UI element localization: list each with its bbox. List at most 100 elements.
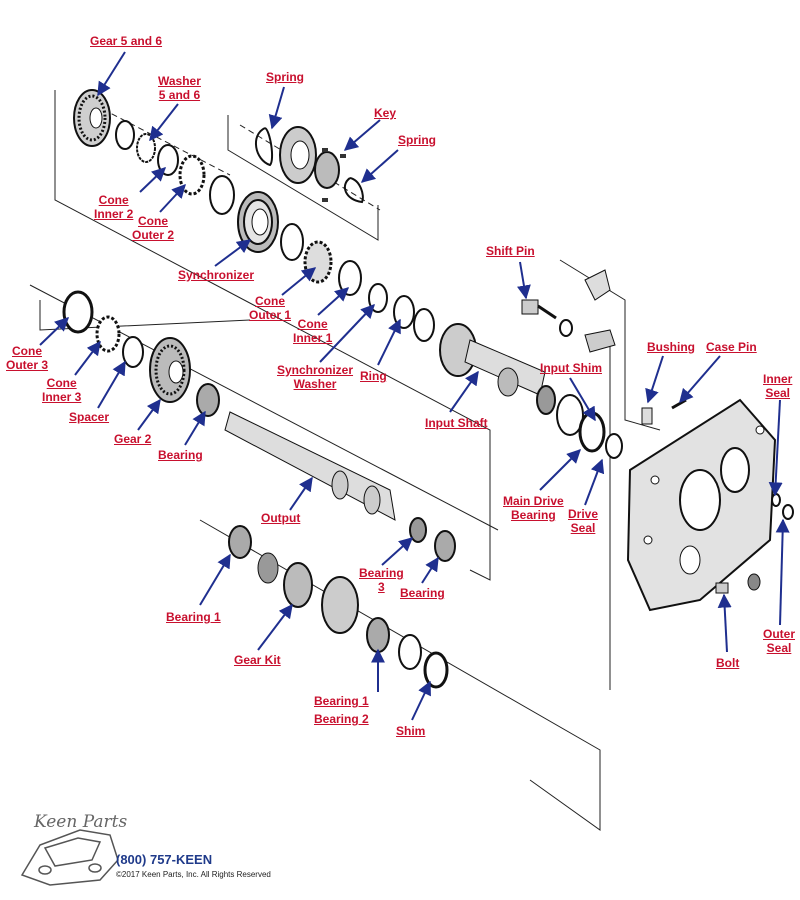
label-text: 5 and 6 <box>158 88 201 102</box>
label-text: Drive <box>568 507 599 521</box>
label-bolt[interactable]: Bolt <box>716 656 739 670</box>
label-input-shim[interactable]: Input Shim <box>540 361 602 375</box>
output-shaft-part <box>224 411 456 562</box>
label-text: Inner <box>763 372 793 386</box>
washer-part <box>115 120 156 163</box>
callout-arrows <box>39 51 790 721</box>
label-text: Gear Kit <box>234 653 281 667</box>
label-spring-right[interactable]: Spring <box>398 133 436 147</box>
label-text: Input Shim <box>540 361 602 375</box>
keen-parts-logo-text: Keen Parts <box>34 812 128 832</box>
label-text: Cone <box>138 214 168 228</box>
input-shaft-part <box>439 323 556 415</box>
label-output[interactable]: Output <box>261 511 300 525</box>
label-text: Inner 2 <box>94 207 134 221</box>
label-text: Cone <box>46 376 77 390</box>
ring-parts <box>209 175 235 215</box>
label-text: Output <box>261 511 301 525</box>
label-text: Bearing <box>359 566 404 580</box>
label-text: Main Drive <box>503 494 564 508</box>
label-text: Bearing <box>158 448 203 462</box>
label-text: Washer <box>158 74 201 88</box>
label-text: Inner 3 <box>42 390 82 404</box>
phone-number[interactable]: (800) 757-KEEN <box>116 852 213 867</box>
label-text: Spring <box>266 70 304 84</box>
label-text: Gear 5 and 6 <box>90 34 163 48</box>
label-text: Synchronizer <box>178 268 255 282</box>
label-text: Shim <box>396 724 426 738</box>
gear-5-and-6-part <box>73 89 111 147</box>
spring-top-part <box>255 127 274 167</box>
label-text: Shift Pin <box>486 244 535 258</box>
label-text: Seal <box>570 521 596 535</box>
label-text: Seal <box>766 641 792 655</box>
label-text: Spacer <box>69 410 110 424</box>
label-text: Bearing <box>400 586 445 600</box>
label-text: Outer <box>763 627 796 641</box>
key-part <box>322 148 346 202</box>
label-gear-5-and-6[interactable]: Gear 5 and 6 <box>90 34 162 48</box>
keen-parts-car-logo <box>20 829 119 886</box>
label-text: Inner 1 <box>293 331 333 345</box>
cone-inner-3-part <box>95 315 121 353</box>
hub-part <box>279 126 340 189</box>
copyright-text: ©2017 Keen Parts, Inc. All Rights Reserv… <box>116 870 271 879</box>
label-case-pin[interactable]: Case Pin <box>706 340 757 354</box>
cone-outer-3-part <box>62 290 94 334</box>
synchronizer-part <box>237 191 279 253</box>
label-text: 3 <box>378 580 385 594</box>
transmission-case-part <box>626 398 794 612</box>
bushing-case-pin-parts <box>641 398 687 425</box>
label-bearing-mid[interactable]: Bearing <box>400 586 445 600</box>
label-spring-top[interactable]: Spring <box>266 70 304 84</box>
label-bearing-1[interactable]: Bearing 1 <box>166 610 221 624</box>
label-gear-2[interactable]: Gear 2 <box>114 432 151 446</box>
label-gear-kit[interactable]: Gear Kit <box>234 653 281 667</box>
label-text: Spring <box>398 133 436 147</box>
label-bearing-top[interactable]: Bearing <box>158 448 203 462</box>
gear-2-part <box>149 337 191 403</box>
label-text: Bolt <box>716 656 740 670</box>
cone-rings-mid <box>280 223 362 296</box>
label-text: Cone <box>12 344 42 358</box>
label-bushing[interactable]: Bushing <box>647 340 695 354</box>
label-text: Key <box>374 106 397 120</box>
label-spacer[interactable]: Spacer <box>69 410 109 424</box>
label-text: Case Pin <box>706 340 757 354</box>
label-text: Cone <box>297 317 328 331</box>
label-ring[interactable]: Ring <box>360 369 387 383</box>
spring-right-part <box>343 177 364 204</box>
label-shift-pin[interactable]: Shift Pin <box>486 244 535 258</box>
label-text: Seal <box>765 386 791 400</box>
label-bearing-1b[interactable]: Bearing 1 <box>314 694 369 708</box>
label-text: Cone <box>255 294 285 308</box>
label-bearing-2[interactable]: Bearing 2 <box>314 712 369 726</box>
label-text: Cone <box>98 193 129 207</box>
label-shim[interactable]: Shim <box>396 724 425 738</box>
label-text: Input Shaft <box>425 416 488 430</box>
label-text: Ring <box>360 369 387 383</box>
bearing-part <box>196 383 220 417</box>
label-synchronizer[interactable]: Synchronizer <box>178 268 254 282</box>
bolt-part <box>715 573 761 594</box>
label-key[interactable]: Key <box>374 106 396 120</box>
cone-outer-2-part <box>178 154 206 196</box>
label-text: Outer 1 <box>249 308 292 322</box>
label-input-shaft[interactable]: Input Shaft <box>425 416 488 430</box>
label-text: Bushing <box>647 340 695 354</box>
label-text: Outer 2 <box>132 228 175 242</box>
